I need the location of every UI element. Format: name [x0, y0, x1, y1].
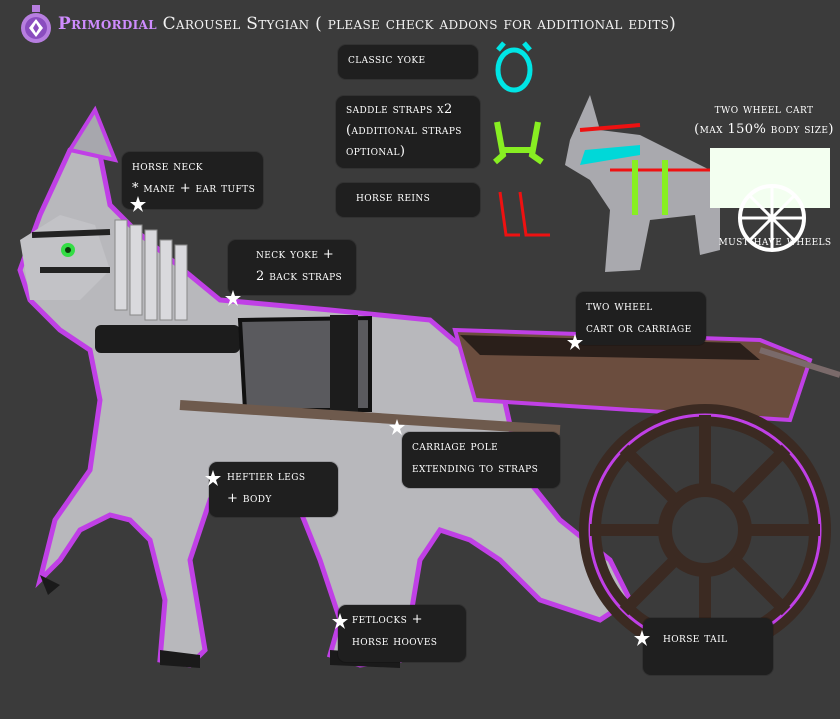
reins-swatch-icon — [498, 191, 550, 237]
neck-yoke-line-2: 2 back straps — [256, 269, 343, 284]
reference-figure — [565, 95, 830, 272]
yoke-swatch-icon — [495, 41, 533, 93]
callout-carriage-pole: carriage pole extending to straps — [402, 432, 560, 488]
header: Primordial Carousel Stygian ( please che… — [0, 0, 840, 46]
page-title: Primordial Carousel Stygian ( please che… — [58, 14, 676, 34]
classic-yoke-label: classic yoke — [338, 45, 478, 79]
horse-reins-label: horse reins — [336, 183, 480, 217]
horse-neck-line-2: * mane + ear tufts — [132, 181, 256, 196]
saddle-straps-label: saddle straps x2 (additional straps opti… — [336, 96, 480, 168]
carriage-pole-line-2: extending to straps — [412, 461, 539, 476]
saddle-straps-line-3: optional) — [346, 144, 406, 159]
carriage-pole — [179, 400, 561, 435]
classic-yoke-text: classic yoke — [348, 52, 426, 67]
star-icon — [634, 630, 650, 646]
heftier-legs-line-2: + body — [227, 491, 272, 506]
callout-horse-neck: horse neck * mane + ear tufts — [122, 152, 263, 209]
brand-name: Primordial — [58, 14, 157, 34]
carriage-pole-line-1: carriage pole — [412, 439, 499, 454]
two-wheel-line-1: two wheel — [586, 299, 653, 314]
callout-fetlocks: fetlocks + horse hooves — [338, 605, 466, 662]
callout-heftier-legs: heftier legs + body — [209, 462, 338, 517]
fetlocks-line-1: fetlocks + — [352, 612, 423, 627]
star-icon — [225, 290, 241, 306]
star-icon — [130, 196, 146, 212]
saddle-straps-line-1: saddle straps x2 — [346, 102, 453, 117]
horse-neck-line-1: horse neck — [132, 159, 203, 174]
cart-ref-label: two wheel cart (max 150% body size) — [690, 100, 838, 140]
saddle-straps-line-2: (additional straps — [346, 123, 462, 138]
horse-figure — [17, 105, 634, 668]
star-icon — [332, 613, 348, 629]
cart-ref-line-2: (max 150% body size) — [694, 122, 834, 137]
heftier-legs-line-1: heftier legs — [227, 469, 306, 484]
cart-ref-line-1: two wheel cart — [714, 102, 814, 117]
horse-reins-text: horse reins — [356, 190, 431, 205]
title-text: Carousel Stygian ( please check addons f… — [156, 14, 677, 34]
fetlocks-line-2: horse hooves — [352, 634, 438, 649]
saddle-straps-swatch-icon — [493, 121, 544, 165]
potion-icon — [21, 5, 51, 43]
horse-tail-line-1: horse tail — [663, 631, 728, 646]
star-icon — [205, 470, 221, 486]
callout-horse-tail: horse tail — [643, 618, 773, 675]
neck-yoke-line-1: neck yoke + — [256, 247, 335, 262]
star-icon — [567, 334, 583, 350]
cart-figure — [452, 327, 840, 656]
callout-two-wheel: two wheel cart or carriage — [576, 292, 706, 345]
star-icon — [389, 419, 405, 435]
two-wheel-line-2: cart or carriage — [586, 321, 692, 336]
cart-ref-footer: must have wheels — [718, 234, 832, 249]
callout-neck-yoke: neck yoke + 2 back straps — [228, 240, 356, 295]
